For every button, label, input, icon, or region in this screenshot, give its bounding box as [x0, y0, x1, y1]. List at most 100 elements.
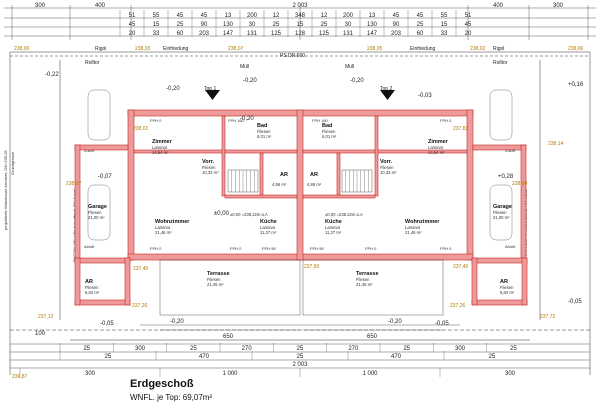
room-wohn-right-floor: Laminat [405, 225, 421, 230]
terrace-outline [140, 259, 460, 326]
room-ar-left: AR [280, 172, 288, 178]
room-zimmer-right-area: 14,54 m² [428, 150, 445, 155]
level-l14: -0,05 [568, 299, 582, 305]
level-l1: -0,22 [45, 72, 59, 78]
dims-top-row3-13: 33 [441, 31, 448, 37]
elev-238-00: 238,00 [14, 46, 30, 52]
label-einfriedung-left: Einfriedung [163, 46, 189, 52]
dims-top-row2-9: 30 [345, 22, 352, 28]
room-bad-right: Bad [322, 123, 332, 129]
fph-6: FPH 0 [230, 246, 242, 251]
dims-bottom-row1-1: 300 [135, 346, 146, 352]
dims-top-row2-6: 25 [273, 22, 280, 28]
label-einfriedung-right: Einfriedung [410, 46, 436, 52]
room-terrasse-left: Terrasse [207, 271, 230, 277]
label-ps-dn: PS DN 600 [280, 53, 305, 59]
dims-top-row3-14: 20 [465, 31, 472, 37]
plan-title: Erdgeschoß [130, 378, 194, 390]
dims-top-row2-0: 45 [129, 22, 136, 28]
dims-top-row3-4: 147 [223, 31, 234, 37]
level-l6: -0,20 [166, 86, 180, 92]
level-l4: -0,20 [243, 78, 257, 84]
label-rolltor-right: Rolltor [493, 60, 508, 66]
dim-100: 100 [35, 331, 46, 337]
dims-bottom-row2-0: 25 [105, 354, 112, 360]
dims-bottom-row1-3: 270 [242, 346, 253, 352]
elev-238-03: 238,03 [135, 46, 151, 52]
level-l12: -0,05 [100, 321, 114, 327]
room-kueche-left-floor: Laminat [260, 225, 276, 230]
label-zuluft-right: Zuluft [505, 148, 516, 153]
fph-1: FPH 0 [150, 118, 162, 123]
level-l11: -0,20 [388, 319, 402, 325]
dim-top-400-right: 400 [493, 3, 504, 9]
label-rolltor-left: Rolltor [85, 60, 100, 66]
fph-3: FPH 160 [312, 118, 329, 123]
room-garage-right-floor: Fliesen [493, 210, 507, 215]
level-l10: -0,20 [170, 319, 184, 325]
label-rigol-left: Rigol [95, 46, 106, 52]
room-garage-left-floor: Fliesen [88, 210, 102, 215]
fph-7: FPH 98 [262, 246, 276, 251]
room-zimmer-left: Zimmer [152, 139, 173, 145]
room-vorr-right-floor: Fliesen [380, 165, 394, 170]
room-ar2-right-floor: Fliesen [500, 285, 514, 290]
dims-top-row3-2: 60 [177, 31, 184, 37]
dim-top-300-right: 300 [553, 3, 564, 9]
label-mull-right: Müll [345, 64, 354, 70]
dims-bottom-row1-2: 25 [190, 346, 197, 352]
dims-top-row3-10: 147 [367, 31, 378, 37]
room-vorr-right: Vorr. [380, 159, 393, 165]
dims-bottom-row1-8: 25 [510, 346, 517, 352]
room-wohn-left-area: 21,46 m² [155, 230, 172, 235]
top-dim-ticks [11, 5, 589, 40]
dims-bottom-row2-3: 470 [391, 354, 402, 360]
dims-top-row3-12: 60 [417, 31, 424, 37]
dims-top-row2-14: 45 [465, 22, 472, 28]
fph-2: FPH 160 [228, 118, 245, 123]
dims-top-row2-3: 90 [201, 22, 208, 28]
room-vorr-left: Vorr. [202, 159, 215, 165]
room-zimmer-right: Zimmer [428, 139, 449, 145]
car-outlines [87, 89, 513, 241]
label-stuetzmauer: projektierte Stützmauer Anrainer, OK=239… [3, 150, 8, 230]
dim-top-400-left: 400 [95, 3, 106, 9]
dims-top-row3-8: 125 [319, 31, 330, 37]
elev-e14: 237,72 [540, 314, 556, 320]
dims-top-row1-5: 200 [247, 13, 258, 19]
elev-e7: 238,01 [133, 126, 149, 132]
room-wohn-right-area: 21,46 m² [405, 230, 422, 235]
stair-steps [231, 170, 369, 192]
elev-e10: 237,40 [453, 264, 469, 270]
room-zimmer-right-floor: Laminat [428, 145, 444, 150]
elev-238-05: 238,05 [367, 46, 383, 52]
label-top2: Top 2 [380, 86, 392, 92]
rooms-left: Zimmer Laminat 14,54 m² Bad Fliesen 6,01… [85, 123, 288, 295]
level-l13: -0,05 [435, 321, 449, 327]
room-ar2-left-floor: Fliesen [85, 285, 99, 290]
dim-650-right: 650 [367, 334, 378, 340]
room-kueche-left: Küche [260, 219, 277, 225]
room-kueche-left-area: 11,37 m² [260, 230, 277, 235]
label-top1: Top 1 [204, 86, 216, 92]
room-bad-right-area: 6,01 m² [322, 134, 337, 139]
dims-bottom-row3-0: 300 [85, 371, 96, 377]
dims-top-row2-7: 15 [297, 22, 304, 28]
dims-top-row2-11: 90 [393, 22, 400, 28]
dims-bottom-row1-6: 25 [403, 346, 410, 352]
dims-top-row3-9: 131 [343, 31, 354, 37]
dims-top-row2-10: 130 [367, 22, 378, 28]
top1-arrow-icon [205, 90, 220, 100]
room-wohn-left-floor: Laminat [155, 225, 171, 230]
dims-top-row2-12: 25 [417, 22, 424, 28]
room-kueche-right-area: 11,37 m² [325, 230, 342, 235]
dims-bottom-row2-2: 25 [297, 354, 304, 360]
room-garage-left: Garage [88, 204, 107, 210]
room-wohn-left: Wohnzimmer [155, 219, 190, 225]
elev-e13: 237,26 [450, 303, 466, 309]
